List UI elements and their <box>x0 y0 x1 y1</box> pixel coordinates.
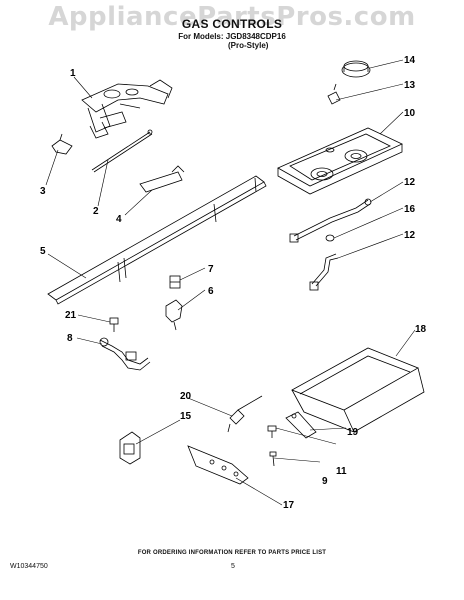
callout-labels: 1 2 3 4 5 6 7 8 9 10 11 12 12 13 14 15 1… <box>40 55 427 511</box>
part-gas-tube <box>99 337 151 371</box>
part-clip <box>139 165 185 193</box>
callout-2: 2 <box>93 206 99 217</box>
callout-6: 6 <box>208 286 214 297</box>
part-mounting-plate <box>187 445 249 485</box>
callout-14: 14 <box>404 55 416 66</box>
ordering-note: FOR ORDERING INFORMATION REFER TO PARTS … <box>137 550 327 556</box>
callout-21: 21 <box>65 310 77 321</box>
part-burner-bracket <box>285 411 317 439</box>
part-burner-tube-lower <box>309 253 339 291</box>
callout-7: 7 <box>208 264 214 275</box>
callout-18: 18 <box>415 324 427 335</box>
part-screw-small <box>269 451 277 467</box>
callout-10: 10 <box>404 108 416 119</box>
leader-lines <box>45 59 416 506</box>
callout-5: 5 <box>40 246 46 257</box>
part-screw <box>109 317 119 332</box>
part-spring-clip <box>327 83 341 105</box>
callout-4: 4 <box>116 214 122 225</box>
part-valve-manifold-assembly <box>81 79 173 139</box>
part-bracket <box>51 133 73 155</box>
part-mounting-screw <box>267 425 277 438</box>
callout-3: 3 <box>40 186 46 197</box>
callout-16: 16 <box>404 204 416 215</box>
callout-13: 13 <box>404 80 416 91</box>
part-fitting <box>169 275 181 289</box>
callout-1: 1 <box>70 68 76 79</box>
diagram-title: GAS CONTROLS <box>181 17 283 31</box>
callout-8: 8 <box>67 333 73 344</box>
part-burner-tube-upper <box>289 198 372 243</box>
callout-12b: 12 <box>404 230 416 241</box>
model-style: (Pro-Style) <box>228 41 269 50</box>
part-manifold-rail <box>47 175 267 305</box>
callout-17: 17 <box>283 500 295 511</box>
part-burner-cap <box>341 60 371 78</box>
document-number: W10344750 <box>10 563 48 570</box>
watermark: AppliancePartsPros.com <box>48 2 416 32</box>
part-igniter-switch <box>165 299 183 331</box>
callout-9: 9 <box>322 476 328 487</box>
callout-20: 20 <box>180 391 192 402</box>
callout-12a: 12 <box>404 177 416 188</box>
part-spark-module <box>119 431 141 465</box>
callout-19: 19 <box>347 427 359 438</box>
part-igniter <box>227 395 263 433</box>
part-rod <box>91 129 153 173</box>
callout-15: 15 <box>180 411 192 422</box>
part-o-ring <box>325 234 335 242</box>
callout-11: 11 <box>336 466 347 477</box>
part-burner-tray <box>291 347 425 433</box>
part-burner-box <box>277 127 403 195</box>
model-line: For Models: JGD8348CDP16 <box>178 32 286 41</box>
page-number: 5 <box>231 563 235 570</box>
